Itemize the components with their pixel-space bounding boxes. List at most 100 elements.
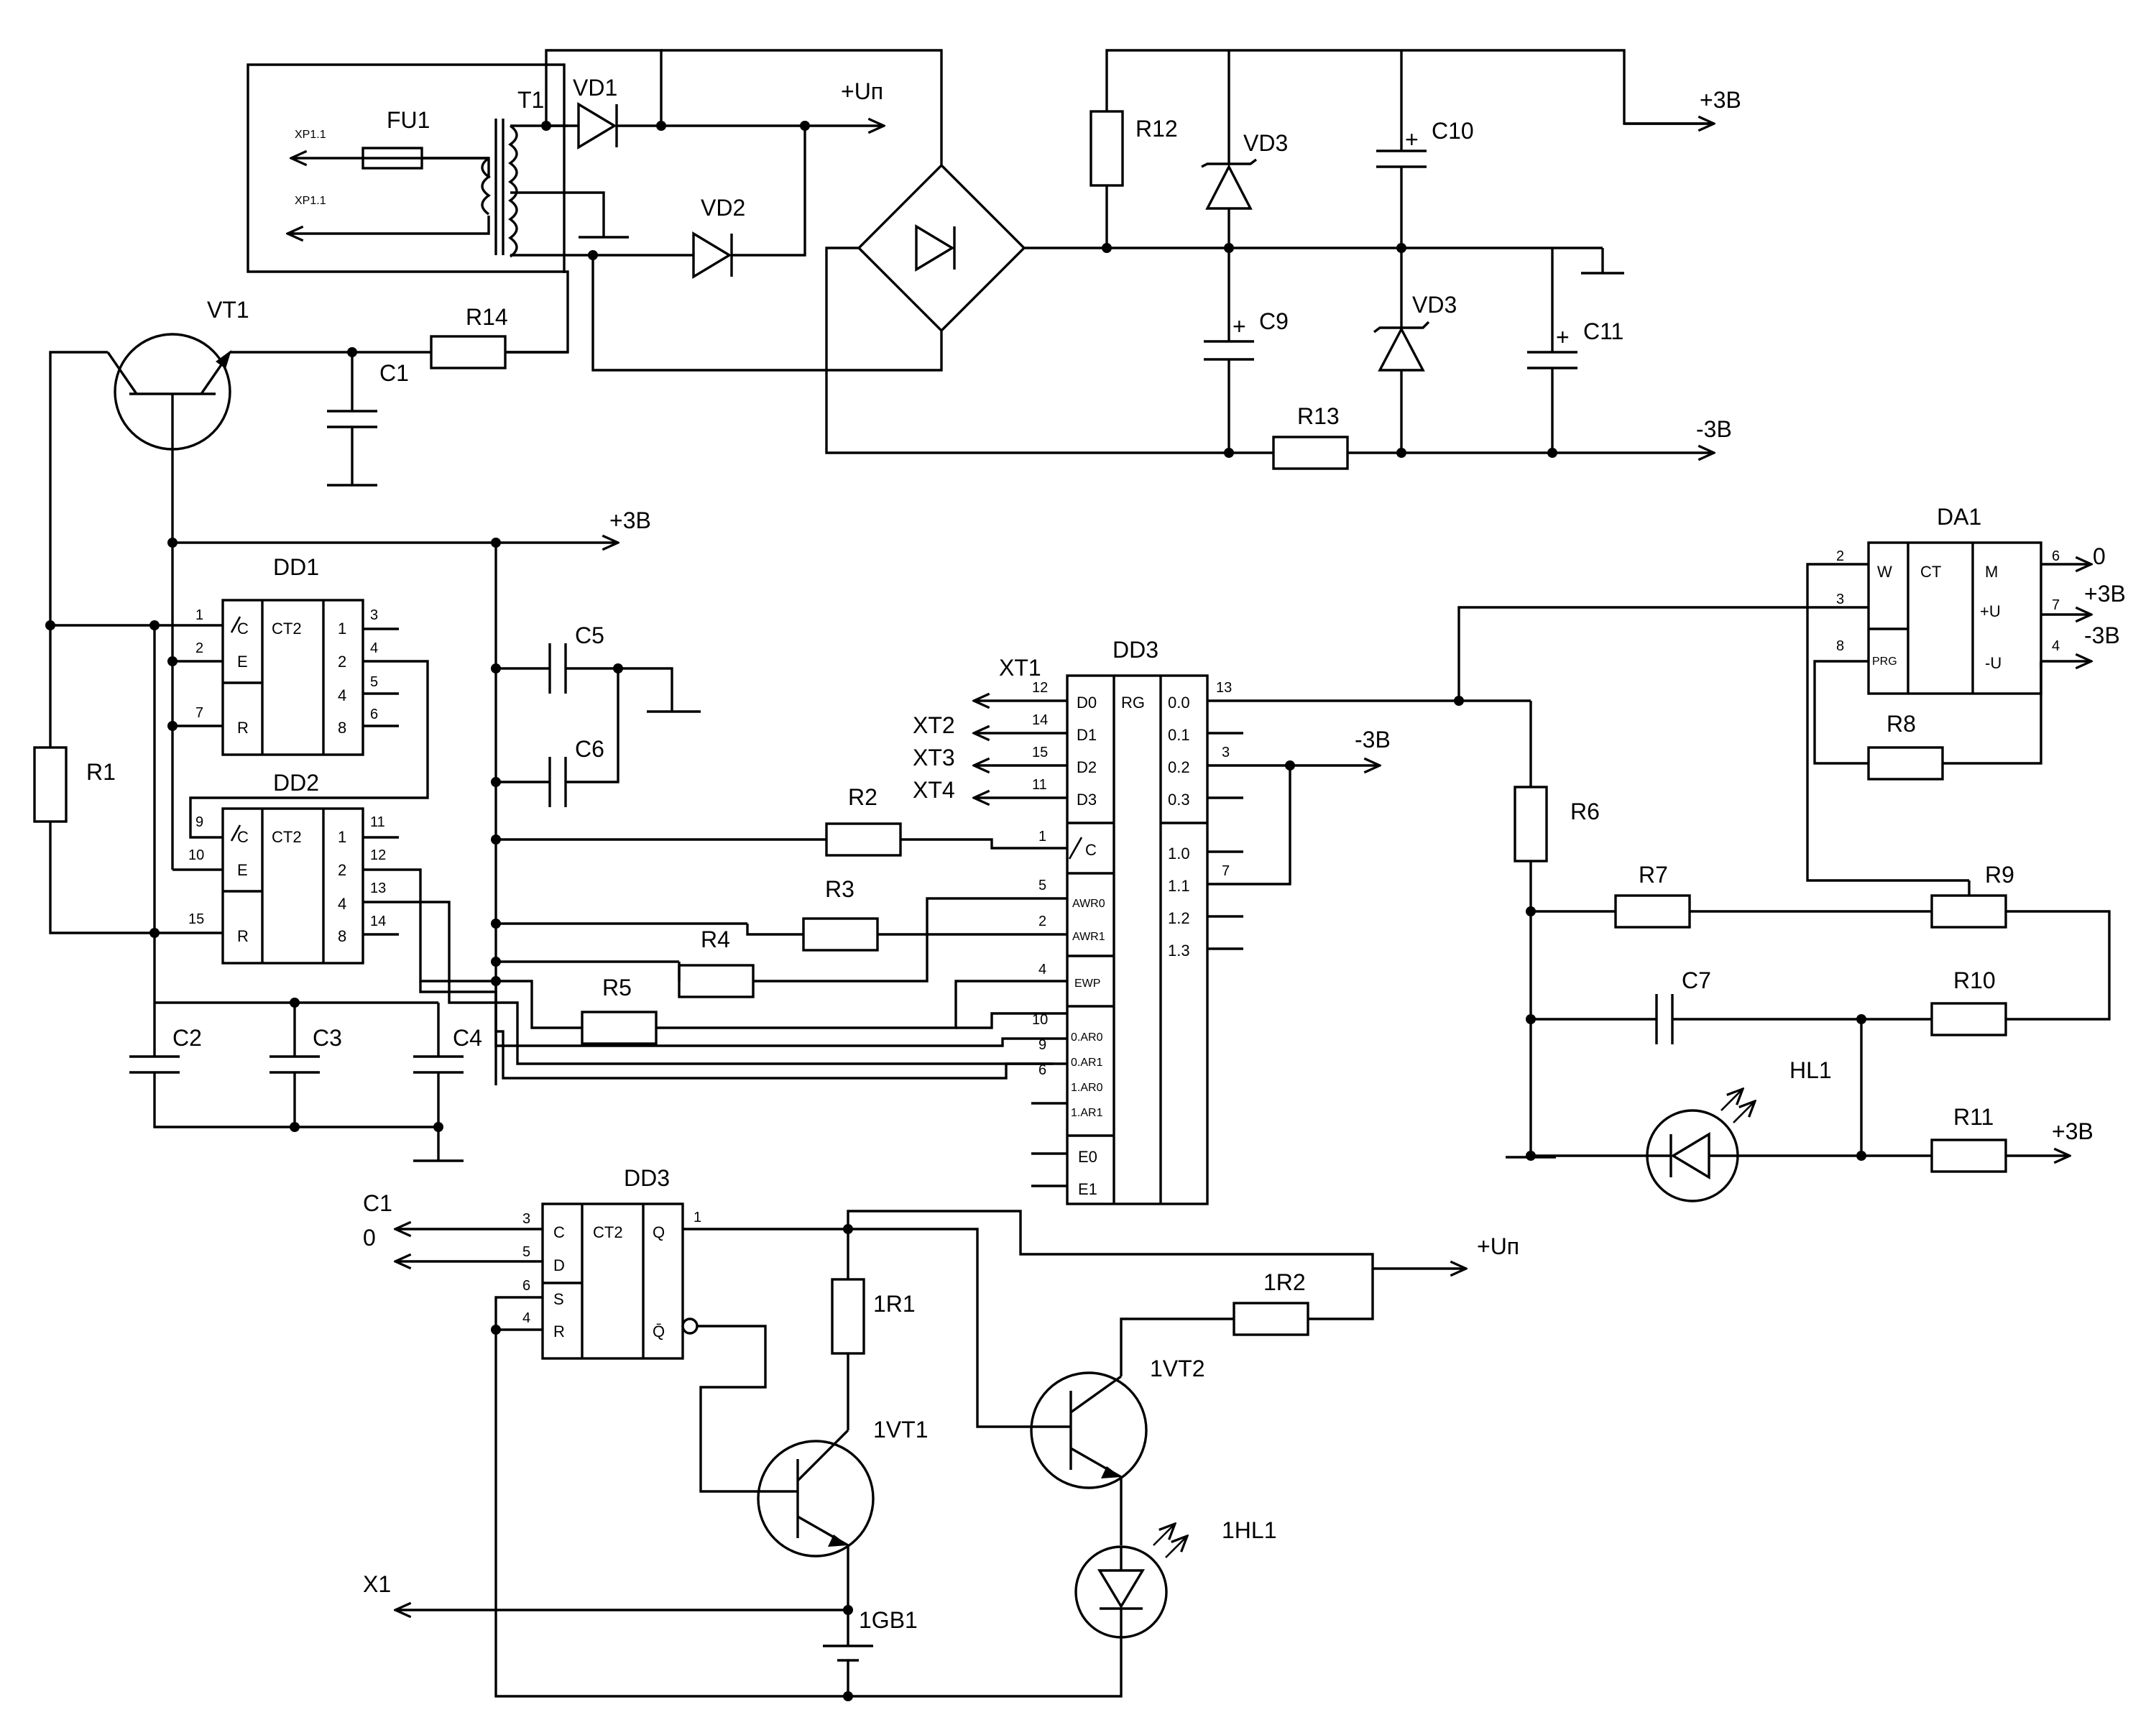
x1-label: X1 bbox=[363, 1571, 391, 1597]
dd1-label: DD1 bbox=[273, 554, 319, 580]
junction bbox=[1285, 760, 1295, 770]
r11-label: R11 bbox=[1953, 1104, 1994, 1130]
1gb1-label: 1GB1 bbox=[859, 1607, 918, 1633]
resistor-1r1 bbox=[831, 1278, 865, 1355]
xt2-label: XT2 bbox=[913, 712, 955, 738]
wire bbox=[494, 1296, 1123, 1698]
dd3-pin: 9 bbox=[1038, 1037, 1046, 1053]
xt1-label: XT1 bbox=[999, 655, 1041, 681]
p3v-label-1: +3В bbox=[1700, 87, 1741, 113]
junction bbox=[491, 834, 501, 845]
hl1-label: HL1 bbox=[1789, 1057, 1832, 1083]
led-1hl1-diode bbox=[1097, 1569, 1146, 1609]
dd3-ar11: 1.AR1 bbox=[1071, 1107, 1103, 1119]
counter-dd1: C E R CT2 1 2 4 8 bbox=[221, 599, 364, 756]
dd3b-d: D bbox=[553, 1256, 565, 1274]
led-hl1-diode bbox=[1670, 1131, 1710, 1180]
da1-mu: -U bbox=[1985, 654, 2001, 672]
da1-zero: 0 bbox=[2093, 543, 2106, 569]
zener-vd3-lower-bar bbox=[1373, 321, 1430, 334]
junction bbox=[290, 998, 300, 1008]
wire bbox=[510, 191, 605, 237]
junction bbox=[843, 1224, 853, 1234]
wire bbox=[566, 667, 673, 712]
1hl1-label: 1HL1 bbox=[1222, 1517, 1277, 1543]
1vt2-label: 1VT2 bbox=[1150, 1356, 1204, 1381]
p3v-label-2: +3В bbox=[609, 507, 651, 533]
r7-label: R7 bbox=[1639, 862, 1668, 888]
dd3-pin: 2 bbox=[1038, 914, 1046, 929]
wire bbox=[496, 980, 582, 1029]
oscillator-stage: VT1 R14 C1 bbox=[49, 297, 568, 748]
transformer-t1 bbox=[481, 119, 518, 258]
resistor-r11 bbox=[1930, 1138, 2007, 1173]
dd3-pin: 14 bbox=[1032, 712, 1048, 728]
1vt2-collector bbox=[1070, 1375, 1122, 1414]
wire bbox=[1806, 563, 1969, 882]
up-label-1: +Uп bbox=[841, 78, 883, 104]
da1-pin: 3 bbox=[1836, 592, 1844, 607]
vd1-label: VD1 bbox=[573, 75, 617, 101]
dd3b-r: R bbox=[553, 1322, 565, 1340]
dd1-pin: 4 bbox=[370, 640, 378, 656]
da1-m: M bbox=[1985, 563, 1998, 581]
wire bbox=[753, 933, 1067, 983]
wire bbox=[545, 49, 663, 126]
r13-label: R13 bbox=[1297, 403, 1340, 429]
resistor-r12 bbox=[1089, 110, 1124, 187]
da1-prg: PRG bbox=[1872, 656, 1897, 668]
wire bbox=[746, 924, 803, 936]
wire bbox=[1457, 606, 1869, 701]
resistor-r5 bbox=[581, 1011, 658, 1045]
junction bbox=[1102, 243, 1112, 253]
r2-label: R2 bbox=[848, 784, 877, 810]
counter-dd2: C E R CT2 1 2 4 8 bbox=[221, 807, 364, 965]
wire bbox=[825, 247, 1261, 454]
dd3b-ct2: CT2 bbox=[593, 1223, 623, 1241]
resistor-r14 bbox=[430, 335, 507, 369]
dd3b-pin: 4 bbox=[522, 1310, 530, 1326]
dd1-pin: 3 bbox=[370, 607, 378, 623]
r12-label: R12 bbox=[1135, 116, 1178, 142]
r10-label: R10 bbox=[1953, 967, 1996, 993]
dd2-label: DD2 bbox=[273, 770, 319, 796]
dd2-pin: 10 bbox=[188, 847, 204, 863]
wire bbox=[2006, 910, 2111, 1021]
fu1-label: FU1 bbox=[387, 107, 430, 133]
dd3-o01: 0.1 bbox=[1168, 726, 1190, 744]
dd3-pin: 4 bbox=[1038, 962, 1046, 978]
r3-label: R3 bbox=[825, 876, 854, 902]
da1-pu: +U bbox=[1980, 602, 2001, 620]
up-label-2: +Uп bbox=[1477, 1233, 1519, 1259]
wire bbox=[153, 933, 438, 1004]
p3v-label-3: +3В bbox=[2084, 581, 2126, 607]
dd3b-q: Q bbox=[653, 1223, 665, 1241]
junction bbox=[167, 538, 178, 548]
c10-label: C10 bbox=[1432, 118, 1474, 144]
dd3-pin: 1 bbox=[1038, 829, 1046, 845]
dd2-pin-r: R bbox=[237, 927, 249, 945]
1vt1-collector bbox=[796, 1429, 849, 1482]
wire bbox=[656, 980, 1067, 1029]
dd3-o00: 0.0 bbox=[1168, 694, 1190, 712]
r14-label: R14 bbox=[466, 304, 508, 330]
junction bbox=[491, 538, 501, 548]
wire bbox=[1105, 49, 1714, 125]
r8-label: R8 bbox=[1886, 711, 1916, 737]
bridge-diode bbox=[915, 224, 955, 272]
dd3-ar01: 0.AR1 bbox=[1071, 1057, 1103, 1069]
1vt1-label: 1VT1 bbox=[873, 1417, 928, 1443]
m3v-label-2: -3В bbox=[1355, 727, 1391, 753]
junction bbox=[1526, 1151, 1536, 1161]
junction bbox=[1547, 448, 1557, 458]
da1-w: W bbox=[1877, 563, 1892, 581]
dd1-pin-e: E bbox=[237, 653, 248, 671]
dd3-d1: D1 bbox=[1077, 726, 1097, 744]
da1-pin: 8 bbox=[1836, 638, 1844, 654]
power-supply: XP1.1 XP1.1 FU1 T1 VD1 +Uп VD2 bbox=[247, 49, 1741, 470]
vd2-label: VD2 bbox=[701, 195, 745, 221]
wire bbox=[153, 1072, 440, 1128]
dd3b-c: C bbox=[553, 1223, 565, 1241]
resistor-r6 bbox=[1514, 786, 1548, 862]
